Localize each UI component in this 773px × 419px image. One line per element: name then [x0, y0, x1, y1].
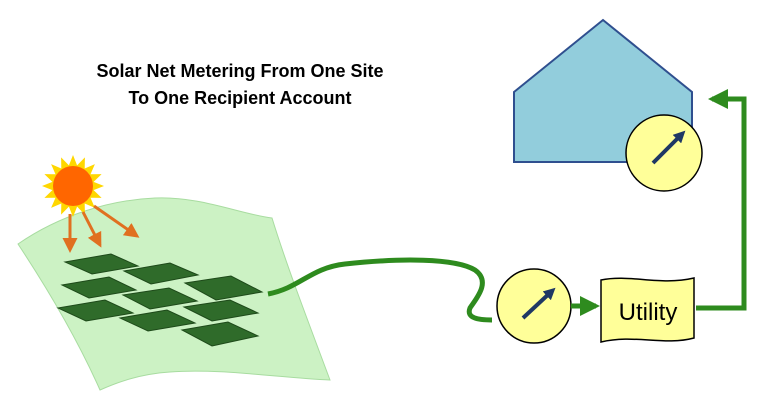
- diagram-title: Solar Net Metering From One Site To One …: [40, 58, 440, 112]
- wire-panel-to-meter: [267, 257, 493, 323]
- sun-rays-arrows: [62, 204, 140, 253]
- panel-cell: [118, 309, 197, 332]
- panel-cell: [180, 321, 260, 347]
- title-line-1: Solar Net Metering From One Site: [96, 61, 384, 81]
- panel-cell: [56, 299, 135, 322]
- panel-cell: [63, 253, 140, 275]
- utility-document-icon: Utility: [600, 277, 695, 343]
- title-line-2: To One Recipient Account: [128, 88, 352, 108]
- sun-icon: [42, 155, 104, 217]
- meter-icon: [496, 268, 572, 344]
- panel-cell: [121, 287, 199, 310]
- wire-utility-to-house: [696, 89, 747, 311]
- solar-panel-icon: [56, 253, 264, 347]
- panel-cell: [60, 276, 138, 299]
- panel-cell: [122, 262, 200, 285]
- panel-cell: [182, 299, 260, 322]
- meter-icon: [625, 114, 703, 192]
- utility-label: Utility: [619, 299, 678, 326]
- panel-cell: [183, 275, 264, 301]
